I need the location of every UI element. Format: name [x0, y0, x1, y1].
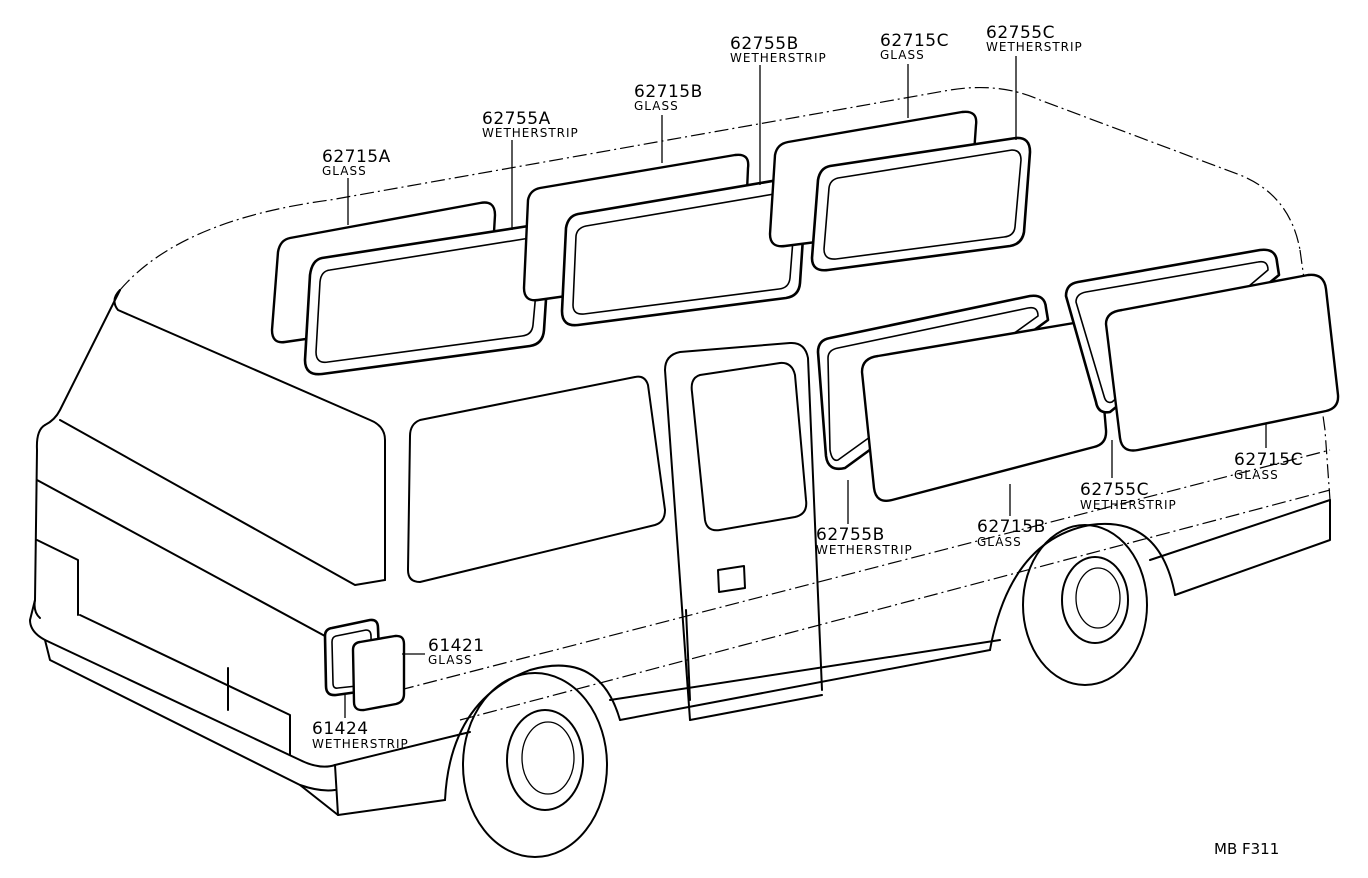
part-number: 62715B [977, 517, 1046, 537]
part-description: GLASS [1234, 468, 1279, 482]
callout-61421-glass: 61421 GLASS [428, 636, 485, 667]
callout-62715B-glass-side: 62715B GLASS [977, 517, 1046, 549]
part-number: 62715C [1234, 450, 1303, 470]
part-description: WETHERSTRIP [1080, 498, 1177, 512]
part-description: WETHERSTRIP [482, 126, 579, 140]
part-number: 62755A [482, 109, 551, 129]
part-description: GLASS [428, 653, 473, 667]
part-description: WETHERSTRIP [816, 543, 913, 557]
part-number: 62755C [1080, 480, 1149, 500]
part-number: 62755B [730, 34, 799, 54]
callout-62715C-glass-side: 62715C GLASS [1234, 450, 1303, 482]
callout-62715C-glass-roof: 62715C GLASS [880, 31, 949, 62]
part-number: 62715A [322, 147, 391, 167]
part-number: 61421 [428, 636, 485, 656]
callout-62715A-glass: 62715A GLASS [322, 147, 391, 178]
callout-62715B-glass: 62715B GLASS [634, 82, 703, 113]
callout-62755C-wetherstrip-roof: 62755C WETHERSTRIP [986, 23, 1083, 54]
roof-window-62755C-wetherstrip [810, 136, 1032, 272]
part-number: 62715C [880, 31, 949, 51]
callout-62755C-wetherstrip-side: 62755C WETHERSTRIP [1080, 480, 1177, 512]
part-description: WETHERSTRIP [986, 40, 1083, 54]
roof-window-62755A-wetherstrip [303, 223, 552, 376]
van-body [29, 86, 1331, 858]
part-description: GLASS [322, 164, 367, 178]
leader-lines [344, 56, 1267, 718]
callout-62755B-wetherstrip-roof: 62755B WETHERSTRIP [730, 34, 827, 65]
part-description: GLASS [634, 99, 679, 113]
part-description: GLASS [977, 535, 1022, 549]
side-window-62715C-glass [1104, 273, 1340, 452]
callout-62755A-wetherstrip: 62755A WETHERSTRIP [482, 109, 579, 140]
part-number: 62755B [816, 525, 885, 545]
callout-62755B-wetherstrip-side: 62755B WETHERSTRIP [816, 525, 913, 557]
callout-61424-wetherstrip: 61424 WETHERSTRIP [312, 719, 409, 751]
figure-code: MB F311 [1214, 840, 1279, 858]
part-number: 62715B [634, 82, 703, 102]
part-number: 61424 [312, 719, 369, 739]
part-description: GLASS [880, 48, 925, 62]
part-description: WETHERSTRIP [312, 737, 409, 751]
part-description: WETHERSTRIP [730, 51, 827, 65]
quarter-window-61421-glass [351, 634, 406, 712]
part-number: 62755C [986, 23, 1055, 43]
